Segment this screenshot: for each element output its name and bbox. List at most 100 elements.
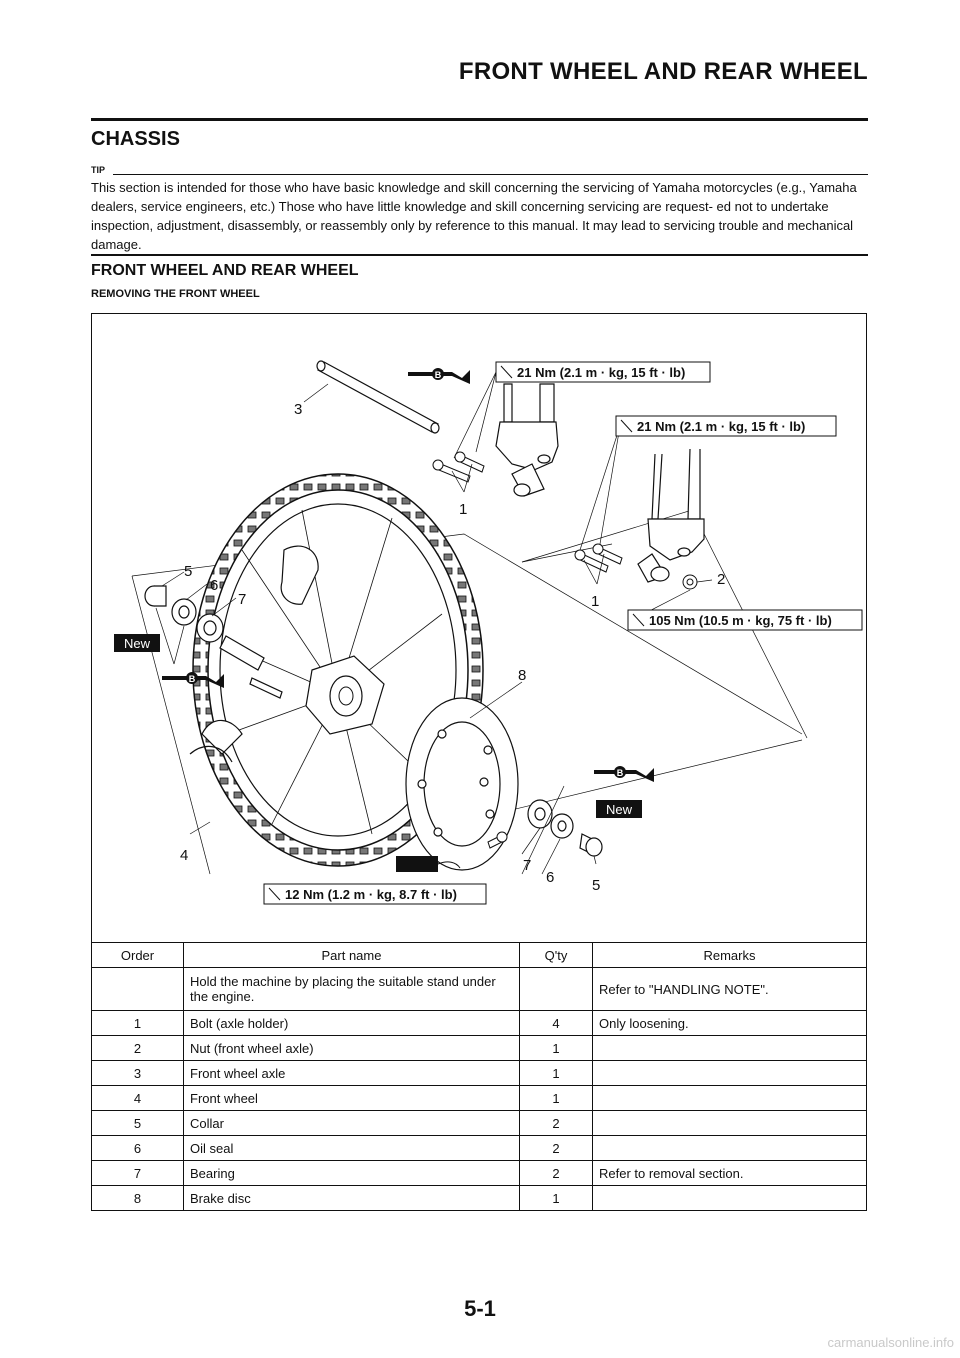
cell-qty: 2 [519,1160,593,1186]
cell-remarks [592,1185,867,1211]
cell-part-name: Bolt (axle holder) [183,1010,520,1036]
table-row: 6 Oil seal 2 [91,1135,867,1161]
brake-disc [405,697,519,871]
torque-callout: 12 Nm (1.2 m · kg, 8.7 ft · lb) [263,883,487,905]
cell-order: 4 [91,1085,184,1111]
cell-qty: 1 [519,1085,593,1111]
table-row: 7 Bearing 2 Refer to removal section. [91,1160,867,1186]
part-number-label: 6 [210,577,218,594]
table-row: Hold the machine by placing the suitable… [91,967,867,1011]
exploded-diagram-art: B B B New New 21 Nm (2 [114,360,863,905]
part-number-label: 1 [459,501,467,518]
header-rule [91,118,868,121]
cell-remarks: Only loosening. [592,1010,867,1036]
rim-band [189,545,319,763]
new-badge: New [114,634,160,652]
cell-order: 1 [91,1010,184,1036]
torque-value-label: 21 Nm (2.1 m · kg, 15 ft · lb) [517,365,685,380]
page-number: 5-1 [464,1296,496,1321]
table-row: 8 Brake disc 1 [91,1185,867,1211]
cell-remarks [592,1060,867,1086]
torque-value-label: 21 Nm (2.1 m · kg, 15 ft · lb) [637,419,805,434]
part-number-label: 3 [294,401,302,418]
cell-order: 2 [91,1035,184,1061]
part-number-label: 4 [180,847,188,864]
cell-remarks [592,1035,867,1061]
cell-remarks [592,1135,867,1161]
exploded-diagram: B B B New New 21 Nm (2 [91,313,867,943]
part-number-label: 1 [591,593,599,610]
cell-part-name: Collar [183,1110,520,1136]
part-number-label: 2 [717,571,725,588]
cell-qty: 2 [519,1110,593,1136]
procedure-title: REMOVING THE FRONT WHEEL [91,288,260,300]
torque-value-label: 105 Nm (10.5 m · kg, 75 ft · lb) [649,613,832,628]
torque-callout: 105 Nm (10.5 m · kg, 75 ft · lb) [627,609,863,631]
table-row: 4 Front wheel 1 [91,1085,867,1111]
new-badge: New [596,800,642,818]
grease-badge-label: B [189,674,196,684]
table-row: 5 Collar 2 [91,1110,867,1136]
grease-badge-label: B [435,370,442,380]
watermark: carmanualsonline.info [827,1335,954,1350]
cell-order: 7 [91,1160,184,1186]
tip-text: This section is intended for those who h… [91,180,857,252]
part-number-label: 5 [592,877,600,894]
cell-remarks [592,1110,867,1136]
cell-qty [519,967,593,1011]
part-number-label: 7 [238,591,246,608]
disc-bolt [487,831,508,849]
table-row: 2 Nut (front wheel axle) 1 [91,1035,867,1061]
cell-remarks [592,1085,867,1111]
front-wheel-axle [316,360,440,434]
part-number-label: 6 [546,869,554,886]
tip-rule [113,174,868,175]
cell-part-name: Bearing [183,1160,520,1186]
front-fork-right [637,448,705,583]
part-number-label: 7 [523,857,531,874]
grease-gun-icon: B [162,672,224,688]
axle-holder-bolts [432,451,698,590]
part-number-label: 8 [518,667,526,684]
subsection-title: FRONT WHEEL AND REAR WHEEL [91,262,359,279]
torque-callout: 21 Nm (2.1 m · kg, 15 ft · lb) [615,415,837,437]
front-fork-left [495,383,559,497]
cell-part-name: Front wheel [183,1085,520,1111]
page-header-title: FRONT WHEEL AND REAR WHEEL [458,58,868,85]
tip-label: TIP [91,165,109,175]
table-header-row: Order Part name Q'ty Remarks [91,942,867,968]
cell-part-name: Nut (front wheel axle) [183,1035,520,1061]
torque-value-label: 12 Nm (1.2 m · kg, 8.7 ft · lb) [285,887,457,902]
cell-order: 5 [91,1110,184,1136]
cell-part-name: Front wheel axle [183,1060,520,1086]
column-header-part-name: Part name [183,942,520,968]
thread-locker-icon [396,856,461,872]
cell-qty: 4 [519,1010,593,1036]
grease-gun-icon: B [594,766,654,782]
cell-order: 8 [91,1185,184,1211]
column-header-qty: Q'ty [519,942,593,968]
new-badge-label: New [606,802,633,817]
cell-qty: 2 [519,1135,593,1161]
subsection-rule [91,254,868,256]
cell-order [91,967,184,1011]
cell-remarks: Refer to removal section. [592,1160,867,1186]
grease-gun-icon: B [408,368,470,384]
cell-remarks: Refer to "HANDLING NOTE". [592,967,867,1011]
new-badge-label: New [124,636,151,651]
cell-part-name: Oil seal [183,1135,520,1161]
grease-badge-label: B [617,768,624,778]
cell-qty: 1 [519,1185,593,1211]
tip-row: TIP [91,165,868,178]
part-number-label: 5 [184,563,192,580]
cell-part-name: Brake disc [183,1185,520,1211]
cell-order: 3 [91,1060,184,1086]
table-row: 3 Front wheel axle 1 [91,1060,867,1086]
torque-callout: 21 Nm (2.1 m · kg, 15 ft · lb) [495,361,711,383]
left-collar-seal-bearing [144,585,283,699]
column-header-order: Order [91,942,184,968]
cell-qty: 1 [519,1035,593,1061]
section-title: CHASSIS [91,128,180,150]
cell-part-name: Hold the machine by placing the suitable… [183,967,520,1011]
cell-order: 6 [91,1135,184,1161]
